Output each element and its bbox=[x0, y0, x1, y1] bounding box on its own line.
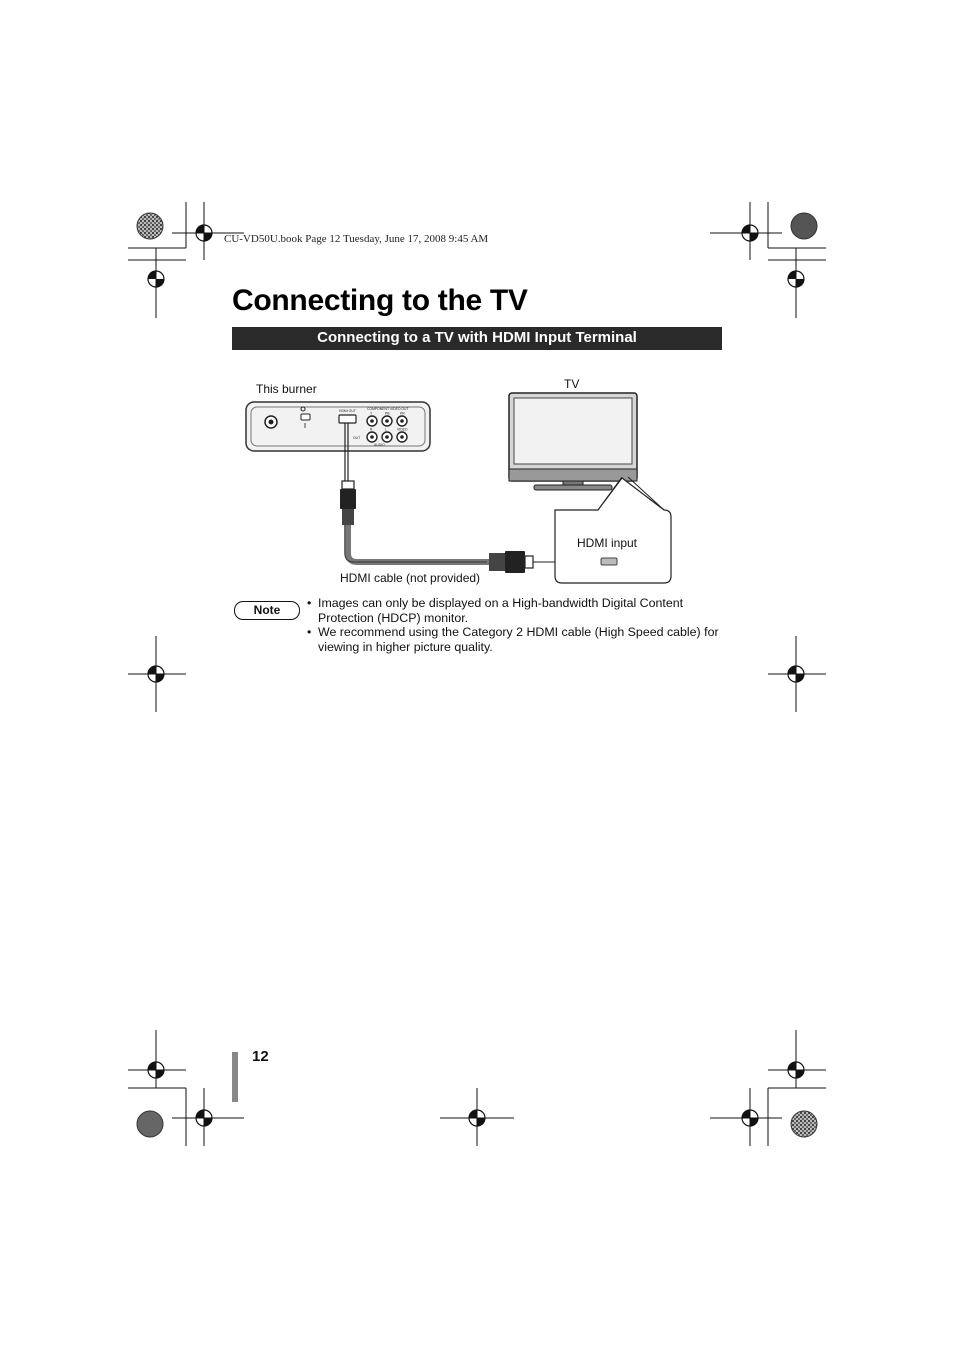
burner-label-y: Y bbox=[370, 412, 373, 416]
print-header-file-info: CU-VD50U.book Page 12 Tuesday, June 17, … bbox=[224, 233, 489, 245]
burner-label-pb: PB bbox=[385, 412, 390, 416]
note-item: • We recommend using the Category 2 HDMI … bbox=[306, 625, 726, 654]
burner-label-pr: PR bbox=[400, 412, 405, 416]
burner-device: HDMI OUT COMPONENT VIDEO OUT Y PB PR R L… bbox=[245, 401, 431, 452]
tv-label: TV bbox=[564, 377, 580, 391]
hdmi-input-label: HDMI input bbox=[577, 536, 638, 550]
note-text-cable: We recommend using the Category 2 HDMI c… bbox=[318, 625, 719, 654]
note-text-hdcp: Images can only be displayed on a High-b… bbox=[318, 596, 684, 625]
hdmi-input-port bbox=[600, 557, 618, 566]
burner-label-component: COMPONENT VIDEO OUT bbox=[367, 407, 409, 411]
burner-label-r: R bbox=[370, 428, 373, 432]
usb-port bbox=[300, 413, 311, 421]
burner-label: This burner bbox=[256, 382, 317, 396]
hdmi-cable bbox=[340, 423, 596, 573]
burner-label-video: VIDEO bbox=[397, 428, 408, 432]
burner-label-out: OUT bbox=[353, 436, 360, 440]
note-item: • Images can only be displayed on a High-… bbox=[306, 596, 726, 625]
burner-label-audio: AUDIO bbox=[374, 443, 385, 447]
hdmi-out-port bbox=[338, 414, 357, 424]
bullet: • bbox=[307, 596, 312, 610]
bullet: • bbox=[307, 625, 312, 639]
page-edge-tab bbox=[232, 1052, 238, 1102]
burner-label-l: L bbox=[385, 428, 387, 432]
note-badge: Note bbox=[234, 601, 300, 620]
hdmi-cable-label: HDMI cable (not provided) bbox=[340, 571, 481, 585]
page-number: 12 bbox=[252, 1048, 269, 1065]
page-title: Connecting to the TV bbox=[232, 284, 528, 317]
hdmi-input-callout bbox=[554, 477, 672, 584]
note-list: • Images can only be displayed on a High-… bbox=[306, 596, 726, 654]
burner-label-hdmi-out: HDMI OUT bbox=[339, 409, 356, 413]
tv-set bbox=[508, 392, 665, 511]
section-heading: Connecting to a TV with HDMI Input Termi… bbox=[232, 327, 722, 350]
